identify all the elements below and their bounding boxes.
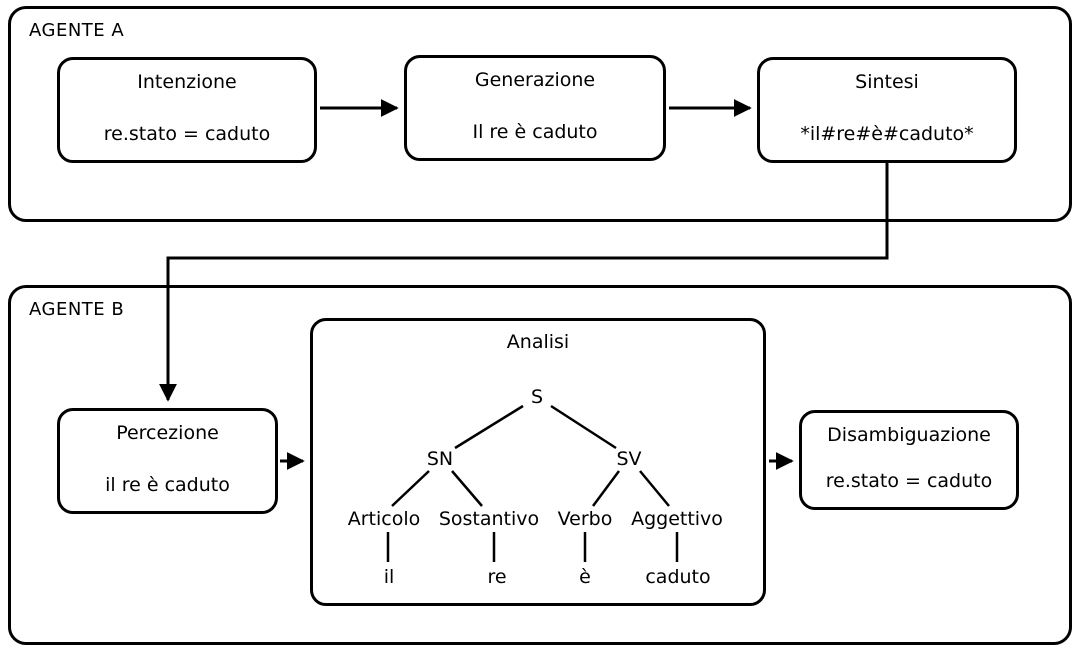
analisi-title: Analisi	[506, 331, 570, 353]
disambiguazione-box: Disambiguazione re.stato = caduto	[799, 410, 1019, 510]
percezione-title: Percezione	[116, 422, 219, 444]
tree-node-s: S	[530, 386, 544, 408]
tree-node-verbo: Verbo	[557, 508, 613, 530]
tree-leaf-il: il	[383, 566, 395, 588]
tree-leaf-e: è	[579, 566, 591, 588]
tree-node-sn: SN	[426, 448, 454, 470]
tree-leaf-re: re	[487, 566, 507, 588]
agent-a-label: AGENTE A	[29, 20, 125, 41]
intenzione-box: Intenzione re.stato = caduto	[57, 57, 317, 163]
intenzione-title: Intenzione	[137, 71, 237, 93]
analisi-box: Analisi	[310, 318, 766, 606]
tree-node-sv: SV	[616, 448, 642, 470]
sintesi-box: Sintesi *il#re#è#caduto*	[757, 57, 1017, 163]
tree-node-articolo: Articolo	[347, 508, 421, 530]
generazione-box: Generazione Il re è caduto	[404, 55, 666, 161]
tree-leaf-caduto: caduto	[645, 566, 711, 588]
generazione-title: Generazione	[474, 69, 596, 91]
tree-node-aggettivo: Aggettivo	[631, 508, 723, 530]
sintesi-title: Sintesi	[855, 71, 919, 93]
agent-b-label: AGENTE B	[29, 299, 125, 320]
percezione-content: il re è caduto	[105, 474, 230, 496]
disambiguazione-content: re.stato = caduto	[825, 470, 993, 492]
intenzione-content: re.stato = caduto	[103, 123, 271, 145]
disambiguazione-title: Disambiguazione	[827, 424, 991, 446]
sintesi-content: *il#re#è#caduto*	[800, 123, 974, 145]
tree-node-sostantivo: Sostantivo	[438, 508, 540, 530]
percezione-box: Percezione il re è caduto	[57, 408, 278, 514]
generazione-content: Il re è caduto	[472, 121, 598, 143]
